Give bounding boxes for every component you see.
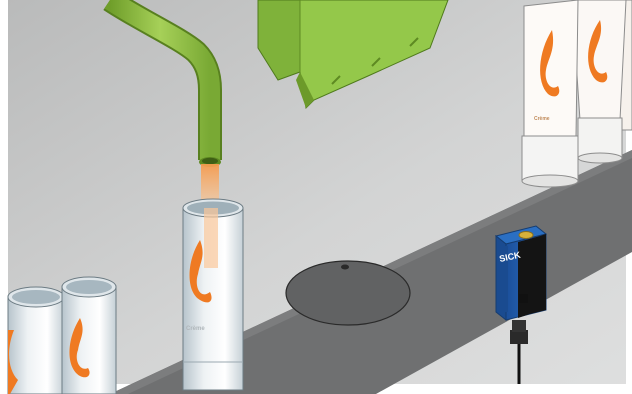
svg-text:Crème: Crème: [186, 326, 205, 332]
empty-tube-position: [286, 261, 410, 325]
tube-being-filled: Crème: [183, 199, 243, 390]
svg-text:Crème: Crème: [534, 116, 550, 122]
filled-tubes-right: Crème: [522, 0, 632, 187]
empty-tubes-left: [8, 277, 116, 394]
